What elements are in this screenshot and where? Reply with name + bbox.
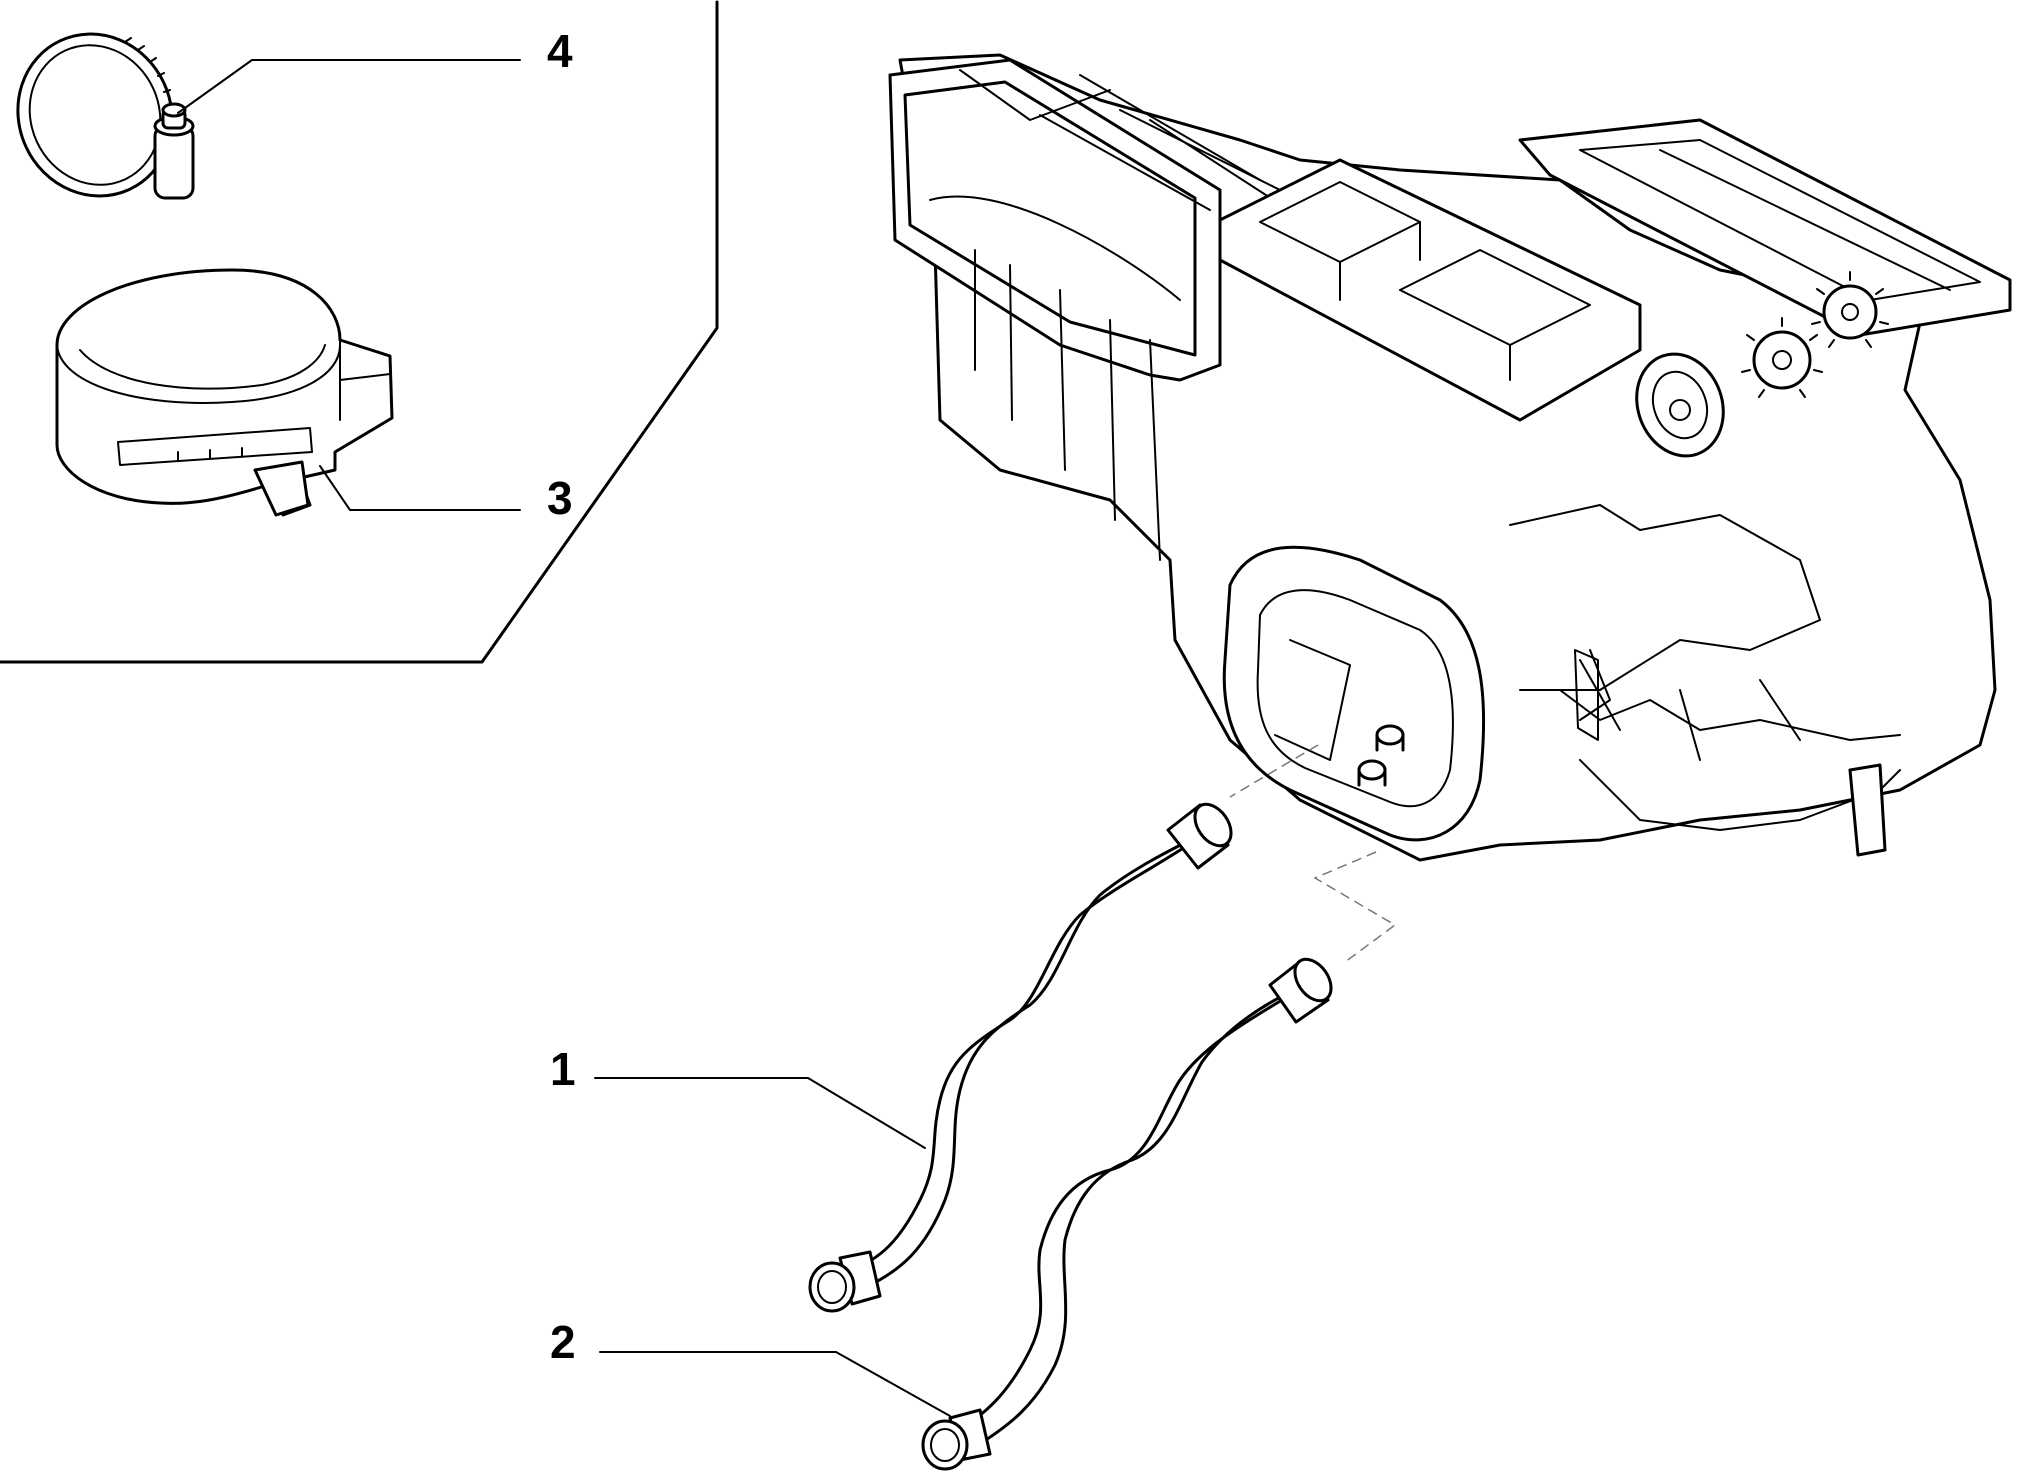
part-3-band-clamp bbox=[55, 268, 394, 517]
heater-housing-assembly bbox=[888, 53, 2012, 862]
leader-line-1 bbox=[594, 1077, 926, 1149]
part-1-heater-hose bbox=[808, 802, 1233, 1313]
assembly-guide-hose-2 bbox=[1313, 851, 1397, 963]
callout-label-2: 2 bbox=[550, 1316, 576, 1368]
leader-line-2 bbox=[599, 1351, 951, 1417]
leader-line-3 bbox=[319, 465, 521, 511]
callout-label-1: 1 bbox=[550, 1043, 576, 1095]
callout-label-4: 4 bbox=[547, 25, 573, 77]
leader-line-4 bbox=[177, 59, 521, 114]
callout-label-3: 3 bbox=[547, 472, 573, 524]
part-4-hose-clamp bbox=[16, 32, 195, 200]
part-2-heater-hose bbox=[921, 957, 1333, 1471]
inset-panel-border bbox=[0, 0, 719, 664]
assembly-guide-hose-1 bbox=[1229, 744, 1319, 798]
